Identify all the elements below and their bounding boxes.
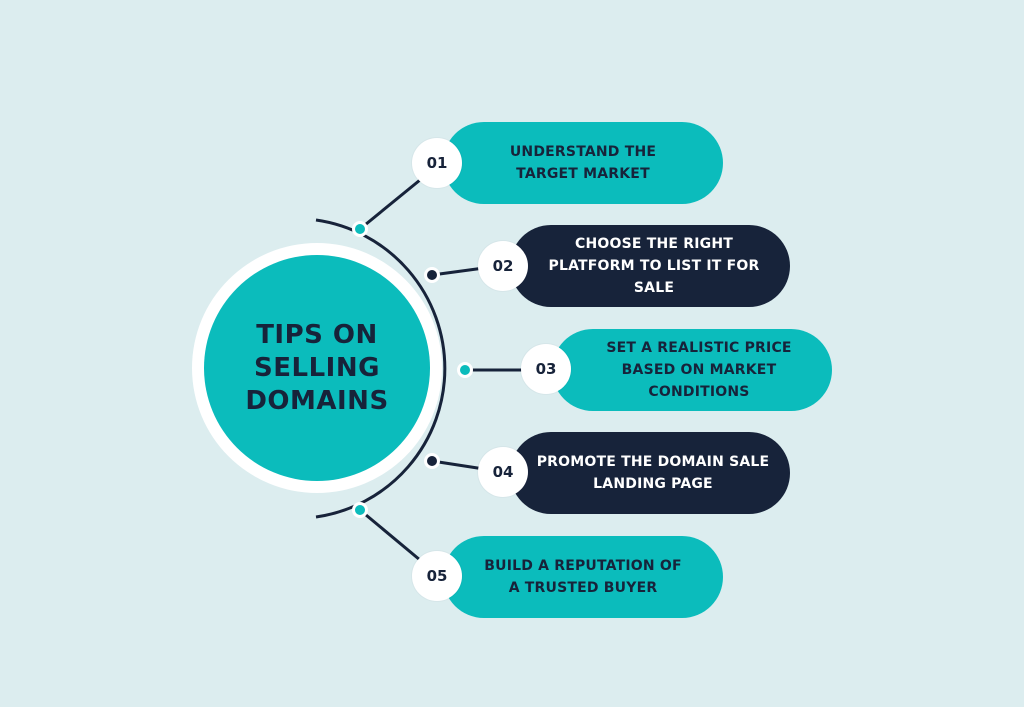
arc-dot-01 <box>352 221 368 237</box>
tip-number: 01 <box>426 154 448 172</box>
tip-card-03: SET A REALISTIC PRICE BASED ON MARKET CO… <box>552 329 832 411</box>
tip-card-05: BUILD A REPUTATION OF A TRUSTED BUYER <box>443 536 723 618</box>
arc-dot-02 <box>424 267 440 283</box>
tip-number: 04 <box>492 463 514 481</box>
tip-card-01: UNDERSTAND THE TARGET MARKET <box>443 122 723 204</box>
tip-number: 02 <box>492 257 514 275</box>
tip-text: UNDERSTAND THE TARGET MARKET <box>509 144 657 182</box>
tip-number-badge-05: 05 <box>412 551 462 601</box>
tip-text: BUILD A REPUTATION OF A TRUSTED BUYER <box>484 558 682 596</box>
tip-text: SET A REALISTIC PRICE BASED ON MARKET CO… <box>606 340 792 400</box>
arc-dot-03 <box>457 362 473 378</box>
connector-line-02 <box>431 266 485 277</box>
connector-line-04 <box>431 459 485 471</box>
tip-number-badge-02: 02 <box>478 241 528 291</box>
connector-line-05 <box>359 508 421 562</box>
arc-dot-04 <box>424 453 440 469</box>
tip-number: 05 <box>426 567 448 585</box>
tip-number-badge-04: 04 <box>478 447 528 497</box>
tip-card-02: CHOOSE THE RIGHT PLATFORM TO LIST IT FOR… <box>510 225 790 307</box>
outer-arc <box>315 218 447 519</box>
tip-text: PROMOTE THE DOMAIN SALE LANDING PAGE <box>536 454 770 492</box>
diagram-title: TIPS ON SELLING DOMAINS <box>245 319 389 416</box>
tip-text: CHOOSE THE RIGHT PLATFORM TO LIST IT FOR… <box>548 236 760 296</box>
tip-number-badge-03: 03 <box>521 344 571 394</box>
tip-number-badge-01: 01 <box>412 138 462 188</box>
tip-card-04: PROMOTE THE DOMAIN SALE LANDING PAGE <box>510 432 790 514</box>
center-circle: TIPS ON SELLING DOMAINS <box>204 255 430 481</box>
connector-line-01 <box>359 178 421 231</box>
tip-number: 03 <box>535 360 557 378</box>
arc-dot-05 <box>352 502 368 518</box>
